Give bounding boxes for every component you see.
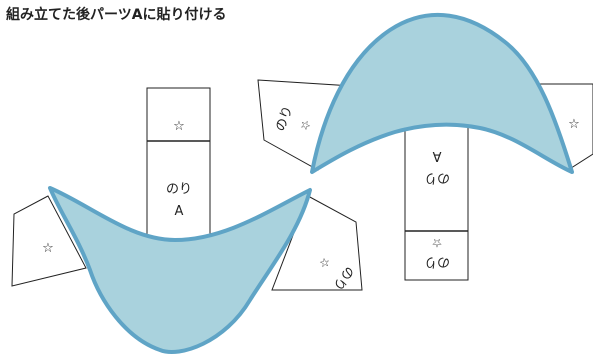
glue-label: のり xyxy=(166,182,192,197)
part-letter: A xyxy=(432,148,441,163)
left-flap-right xyxy=(271,195,363,291)
left-flap-left xyxy=(11,195,87,287)
center-strip-right xyxy=(404,121,469,281)
left-assembly: ☆ ☆ のり ☆ のり A xyxy=(11,87,363,354)
glue-label: のり xyxy=(424,170,450,185)
blue-part-right xyxy=(310,12,574,174)
center-strip xyxy=(146,87,211,245)
part-letter: A xyxy=(175,204,184,219)
star-mark: ☆ xyxy=(568,117,580,132)
glue-label: のり xyxy=(424,254,450,269)
star-mark: ☆ xyxy=(432,236,443,250)
instruction-title: 組み立てた後パーツAに貼り付ける xyxy=(6,7,227,23)
blue-part-left xyxy=(48,186,312,354)
star-mark: ☆ xyxy=(173,119,185,134)
star-mark: ☆ xyxy=(42,241,54,256)
right-assembly: のり ☆ ☆ A のり ☆ のり xyxy=(257,12,593,281)
